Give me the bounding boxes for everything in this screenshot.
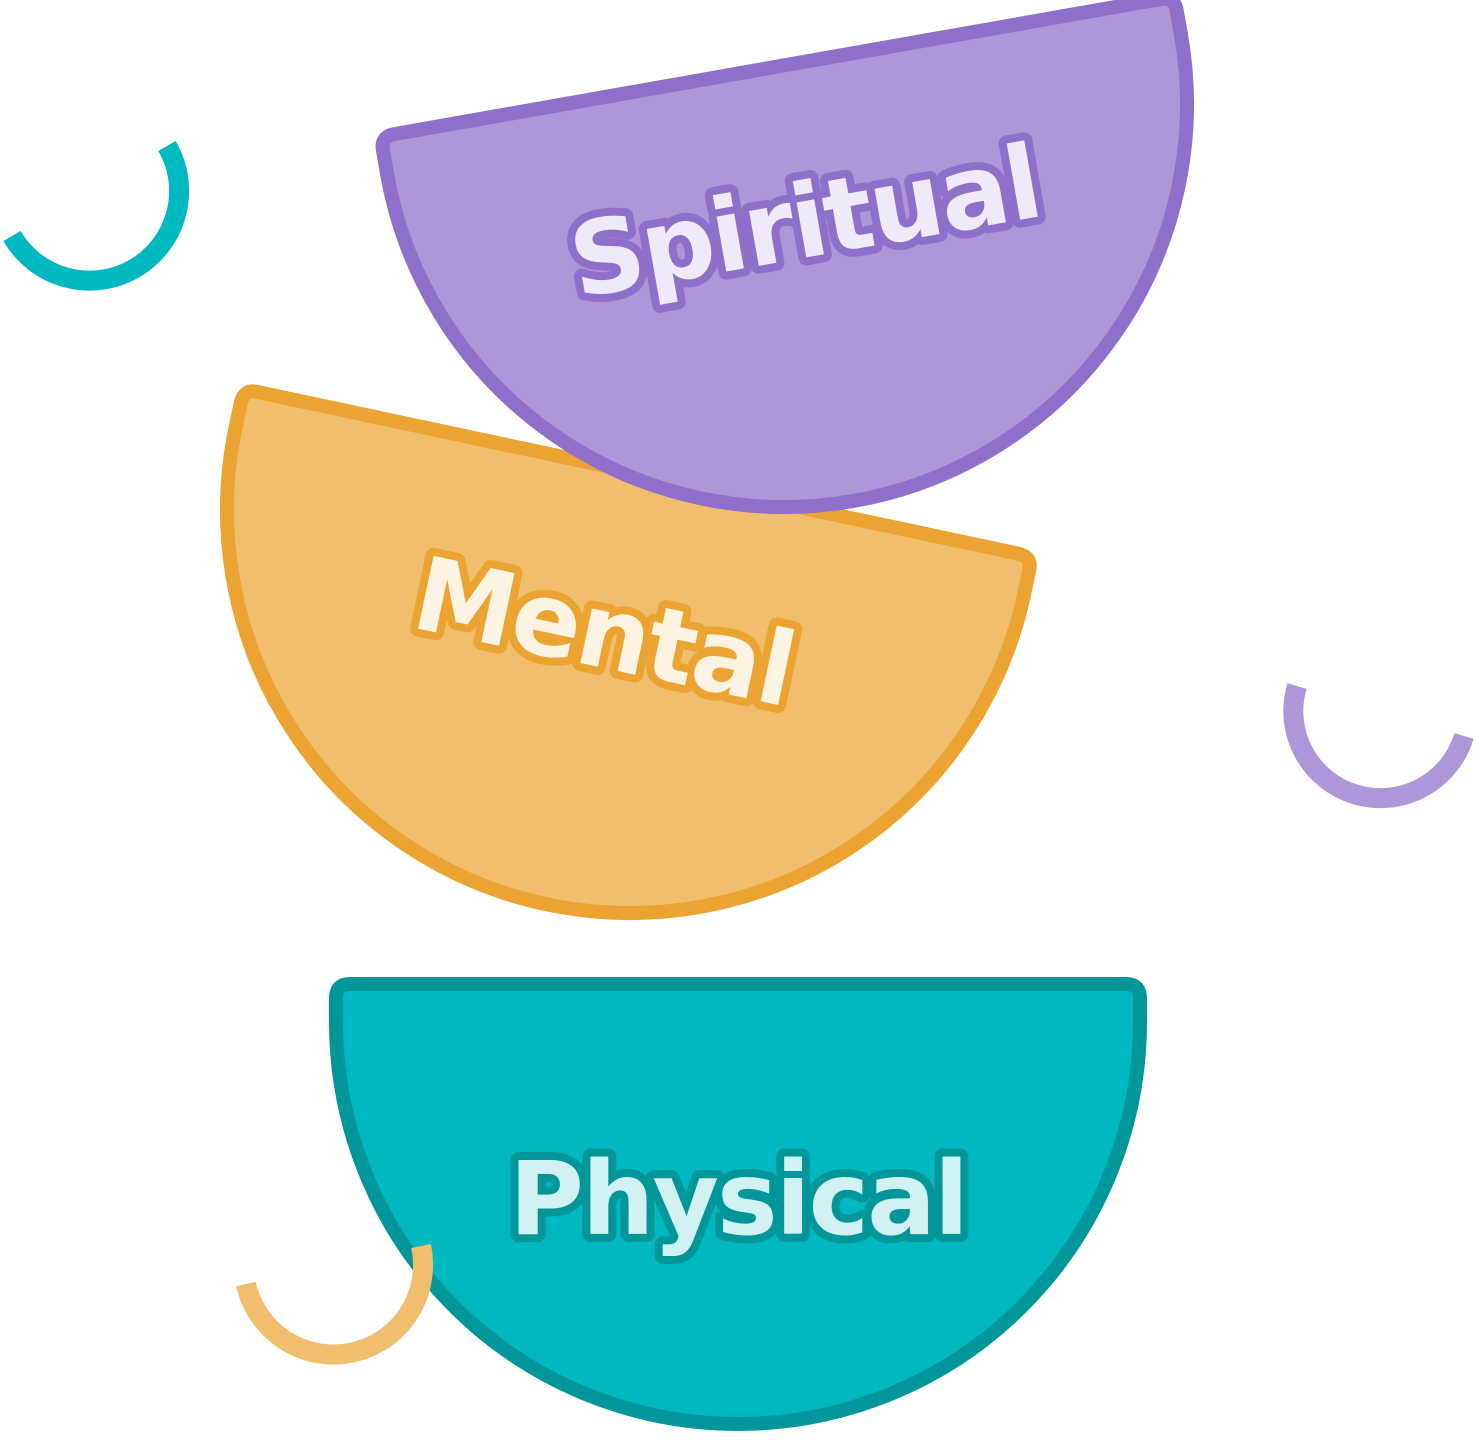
bowl-spiritual: Spiritual: [375, 0, 1194, 514]
bowl-mental-shape: [220, 384, 1037, 920]
teal-arc-accent: [3, 140, 190, 291]
bowl-physical-label: Physical: [509, 1140, 967, 1259]
bowl-mental: Mental: [220, 384, 1037, 920]
bowl-spiritual-shape: [375, 0, 1194, 514]
bowl-physical-shape: [329, 977, 1147, 1431]
lavender-arc-accent: [1283, 683, 1474, 809]
bowl-physical: Physical: [329, 977, 1147, 1431]
yellow-arc-accent: [236, 1243, 433, 1365]
